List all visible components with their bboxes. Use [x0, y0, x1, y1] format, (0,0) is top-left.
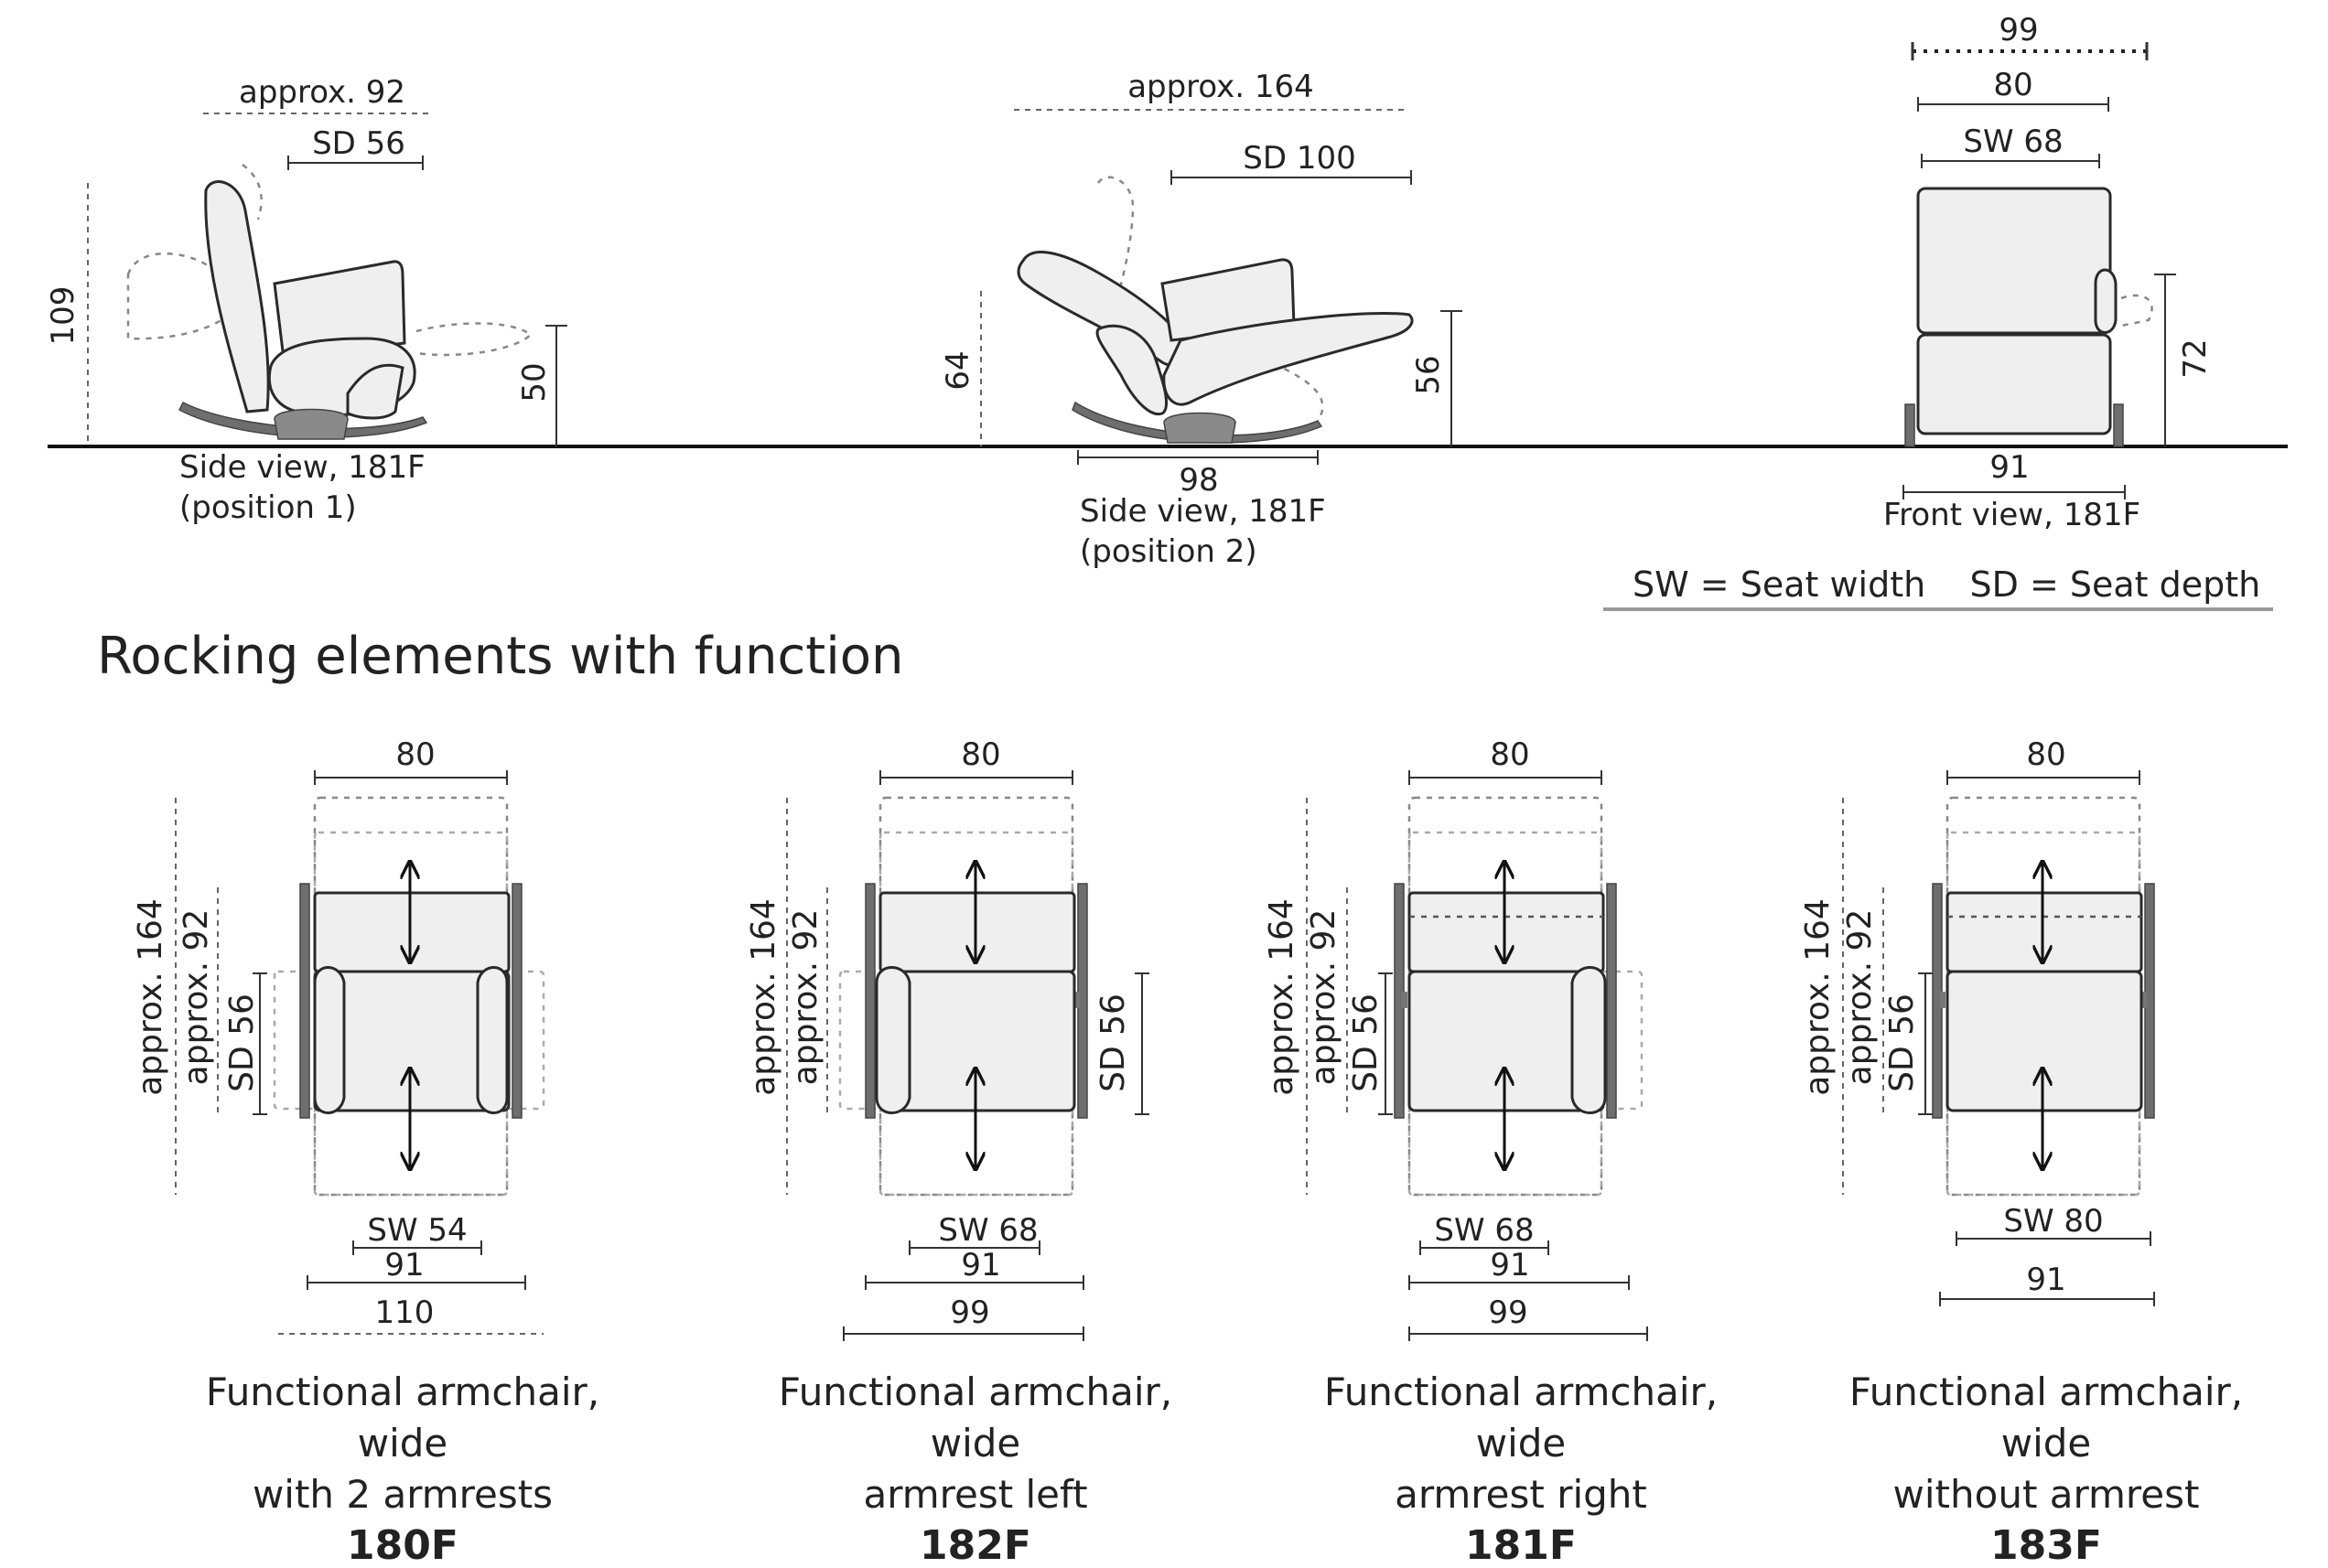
model-0-sd-label: SD 56	[223, 993, 261, 1092]
model-2-sd-label: SD 56	[1347, 993, 1385, 1092]
model-0-caption-line1: Functional armchair,	[206, 1369, 599, 1414]
side-view-position-1: approx. 92 SD 56 109 50	[45, 74, 567, 446]
model-0-sw-label: SW 54	[367, 1212, 467, 1249]
model-1-len-label: approx. 164	[745, 898, 782, 1096]
model-0-top-label: 80	[395, 736, 435, 773]
model-1-top-label: 80	[961, 736, 1000, 773]
model-1-caption-line2: wide	[931, 1421, 1021, 1466]
front-height-label: 72	[2177, 338, 2214, 378]
model-3-caption-line1: Functional armchair,	[1849, 1369, 2243, 1414]
pos2-height-label: 64	[940, 350, 976, 390]
model-3-sw-label: SW 80	[2003, 1203, 2103, 1240]
pos1-seat-height-label: 50	[516, 362, 553, 402]
pos1-rocker-rail	[178, 401, 428, 438]
model-0-caption-line2: wide	[358, 1421, 448, 1466]
front-backrest	[1916, 187, 2112, 335]
pos2-depth-label: SD 100	[1243, 140, 1355, 177]
model-2-outer-label: 99	[1488, 1294, 1527, 1331]
plan-dimensions	[1306, 770, 1648, 1341]
model-2-len2-label: approx. 92	[1305, 909, 1342, 1086]
model-2-caption-line2: wide	[1476, 1421, 1567, 1466]
model-1-w91-label: 91	[961, 1247, 1000, 1283]
model-182f-plan	[786, 770, 1149, 1341]
model-1-code: 182F	[920, 1522, 1031, 1568]
model-3-len-label: approx. 164	[1799, 898, 1837, 1096]
pos2-caption-line2: (position 2)	[1080, 533, 1257, 570]
model-1-sw-label: SW 68	[938, 1212, 1038, 1249]
pos2-caption-line1: Side view, 181F	[1080, 493, 1326, 530]
model-1-caption-line3: armrest left	[863, 1472, 1087, 1517]
side-view-position-2: approx. 164 SD 100 64 56 98	[940, 69, 1462, 499]
abbreviation-legend: SW = Seat width SD = Seat depth	[1633, 564, 2260, 605]
pos1-width-label: approx. 92	[239, 74, 405, 111]
pos1-depth-label: SD 56	[312, 125, 405, 162]
model-2-top-label: 80	[1490, 736, 1529, 773]
pos2-rocker-rail	[1072, 401, 1323, 444]
model-0-caption-line3: with 2 armrests	[253, 1472, 553, 1517]
pos2-seat-cushion	[1095, 324, 1169, 416]
pos1-footrest	[346, 363, 404, 420]
model-3-len2-label: approx. 92	[1841, 909, 1879, 1086]
pos1-seat-back-cushion	[273, 260, 406, 360]
model-181f-plan	[1306, 770, 1648, 1341]
model-2-sw-label: SW 68	[1434, 1212, 1534, 1249]
front-seat-width-label: SW 68	[1963, 124, 2063, 160]
model-3-top-label: 80	[2026, 736, 2065, 773]
front-width-label: 80	[1993, 67, 2032, 103]
pos1-backrest	[204, 180, 270, 413]
model-2-len-label: approx. 164	[1263, 898, 1300, 1096]
armrest-right	[476, 966, 509, 1114]
model-1-sd-label: SD 56	[1094, 993, 1132, 1092]
model-1-len2-label: approx. 92	[787, 909, 824, 1086]
plan-dimensions	[1842, 770, 2155, 1306]
model-0-len-label: approx. 164	[132, 898, 169, 1096]
model-3-code: 183F	[1990, 1522, 2102, 1568]
model-3-w91-label: 91	[2026, 1262, 2065, 1298]
front-seat	[1916, 333, 2112, 435]
model-0-code: 180F	[347, 1522, 458, 1568]
plan-dimensions	[786, 770, 1149, 1341]
model-2-caption-line3: armrest right	[1395, 1472, 1647, 1517]
pos2-width-label: approx. 164	[1127, 69, 1314, 105]
pos2-seat-back-cushion	[1160, 258, 1296, 342]
model-1-caption-line1: Functional armchair,	[779, 1369, 1172, 1414]
pos2-base-label: 98	[1179, 462, 1218, 499]
model-0-outer-label: 110	[375, 1294, 435, 1331]
model-1-outer-label: 99	[950, 1294, 989, 1331]
front-view: 99 80 SW 68 72 91	[1902, 12, 2214, 499]
armrest-right	[1570, 966, 1607, 1114]
front-base-label: 91	[1989, 449, 2029, 486]
model-183f-plan	[1842, 770, 2155, 1306]
model-0-w91-label: 91	[384, 1247, 424, 1283]
front-caption: Front view, 181F	[1883, 497, 2140, 533]
armrest-left	[313, 966, 346, 1114]
pos1-caption-line2: (position 1)	[179, 489, 357, 526]
model-3-caption-line3: without armrest	[1893, 1472, 2200, 1517]
model-0-len2-label: approx. 92	[178, 909, 215, 1086]
front-outer-label: 99	[1999, 12, 2038, 48]
pos1-height-label: 109	[45, 286, 81, 346]
pos2-seat-height-label: 56	[1410, 355, 1447, 394]
model-180f-plan	[175, 770, 545, 1335]
model-2-w91-label: 91	[1490, 1247, 1529, 1283]
model-3-sd-label: SD 56	[1883, 993, 1921, 1092]
front-armrest	[2094, 268, 2118, 334]
plan-dimensions	[175, 770, 544, 1335]
section-title: Rocking elements with function	[97, 627, 904, 686]
model-2-code: 181F	[1465, 1522, 1577, 1568]
armrest-left	[875, 966, 911, 1114]
pos2-leg-cushion	[1162, 311, 1414, 406]
model-2-caption-line1: Functional armchair,	[1324, 1369, 1718, 1414]
model-3-caption-line2: wide	[2001, 1421, 2092, 1466]
pos1-caption-line1: Side view, 181F	[179, 449, 426, 486]
